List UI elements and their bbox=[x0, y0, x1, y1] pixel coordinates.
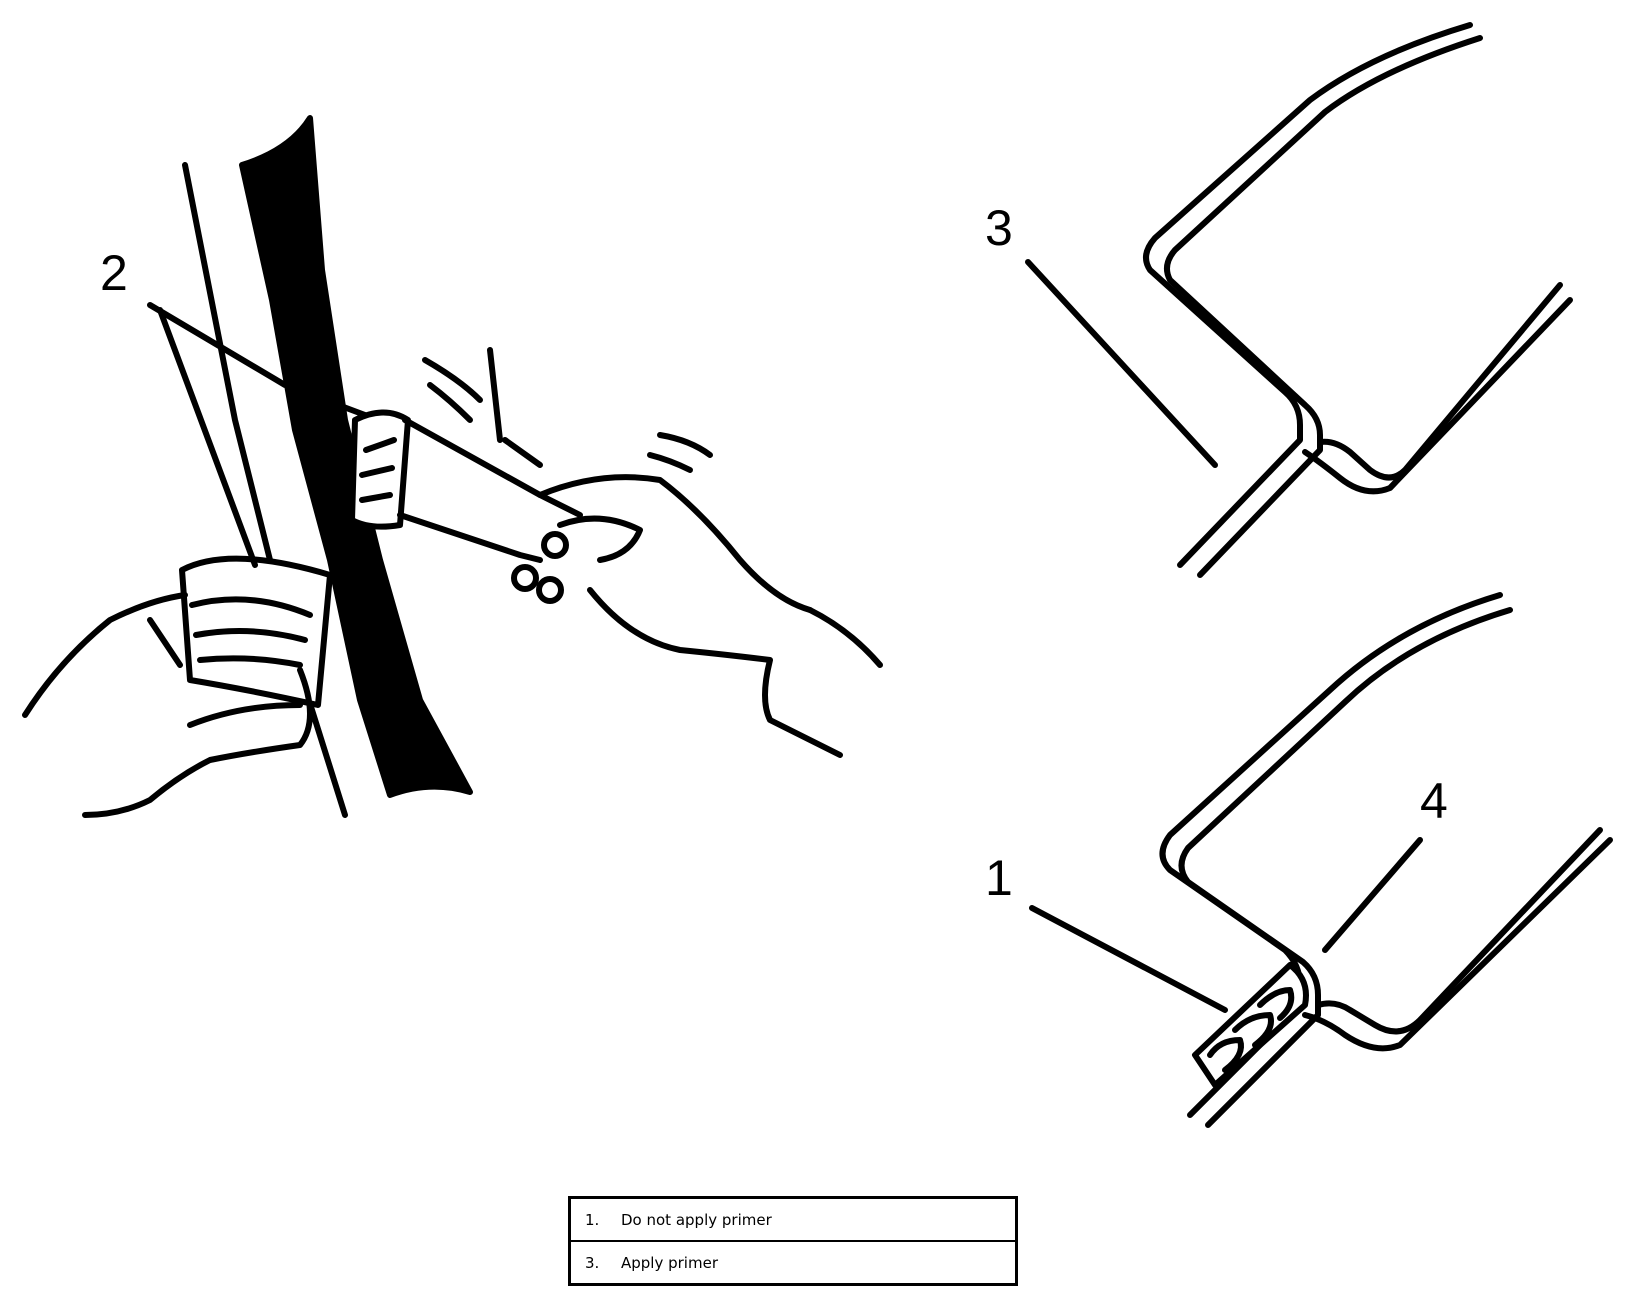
glass-corner-no-primer bbox=[1159, 592, 1613, 1128]
legend-number: 3. bbox=[569, 1240, 621, 1285]
leader-line-1 bbox=[1029, 905, 1228, 1013]
legend-table: 1. Do not apply primer 3. Apply primer bbox=[568, 1196, 1018, 1286]
legend-text: Do not apply primer bbox=[621, 1210, 772, 1229]
pillar-black-band bbox=[239, 115, 473, 798]
primer-bottle bbox=[179, 555, 333, 708]
applicator-brush bbox=[349, 347, 583, 563]
pillar-left-edge bbox=[182, 162, 348, 818]
callout-1: 1 bbox=[985, 850, 1013, 906]
legend-text: Apply primer bbox=[621, 1240, 1017, 1285]
leader-line-3 bbox=[1025, 259, 1218, 468]
callout-4: 4 bbox=[1420, 773, 1448, 829]
windshield-pillar bbox=[182, 115, 473, 818]
legend-number: 1. bbox=[585, 1210, 600, 1229]
callout-3: 3 bbox=[985, 200, 1013, 256]
right-hand bbox=[511, 432, 883, 758]
leader-line-4 bbox=[1322, 837, 1423, 953]
legend-row: 1. Do not apply primer bbox=[570, 1198, 1017, 1242]
unprimed-section bbox=[1192, 962, 1309, 1088]
left-hand bbox=[22, 592, 313, 818]
glass-corner-apply-primer bbox=[1143, 22, 1573, 578]
leader-line-2a bbox=[147, 302, 368, 418]
legend-row: 3. Apply primer bbox=[569, 1240, 1017, 1285]
leader-line-2b bbox=[157, 307, 258, 568]
callout-2: 2 bbox=[100, 245, 128, 301]
